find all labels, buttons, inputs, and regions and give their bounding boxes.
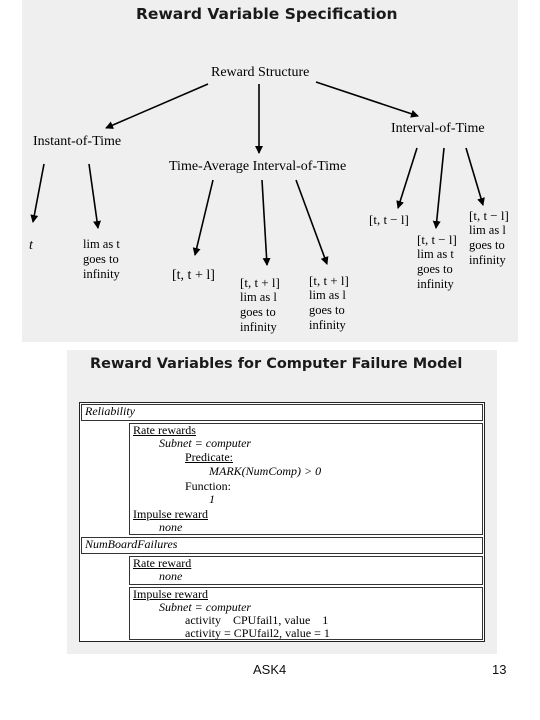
leaf-ta-lim1-line1: lim as l (240, 290, 277, 304)
leaf-iv-range1: [t, t − l] (369, 212, 409, 227)
table-row-numboardfailures-rate (129, 556, 483, 585)
leaf-ta-lim2-range: [t, t + l] (309, 273, 349, 288)
var2-impulse-reward: Impulse reward (133, 587, 208, 601)
arrow-iv-lim1 (432, 147, 445, 229)
arrow-root-instant (105, 83, 209, 129)
arrow-iv-lim2 (465, 147, 485, 206)
leaf-iv-lim1-line3: infinity (417, 277, 454, 291)
var2-activity2: activity = CPUfail2, value = 1 (185, 626, 330, 640)
var1-predicate: MARK(NumComp) > 0 (209, 464, 322, 478)
node-instant-of-time: Instant-of-Time (33, 134, 122, 149)
leaf-instant-t: t (29, 238, 33, 253)
slide2-title: Reward Variables for Computer Failure Mo… (90, 356, 463, 372)
leaf-iv-lim2-line2: goes to (469, 238, 505, 252)
node-interval-of-time: Interval-of-Time (391, 121, 485, 136)
slide1-title: Reward Variable Specification (136, 5, 398, 23)
leaf-iv-lim1-line2: goes to (417, 262, 453, 276)
leaf-ta-lim2-line2: goes to (309, 303, 345, 317)
leaf-instant-lim-line3: infinity (83, 267, 120, 281)
footer-label: ASK4 (253, 662, 287, 677)
leaf-instant-lim: lim as t goes to infinity (83, 237, 120, 282)
var2-name: NumBoardFailures (85, 537, 178, 551)
arrow-root-interval (315, 81, 419, 118)
var1-rate-rewards: Rate rewards (133, 423, 196, 437)
leaf-ta-range: [t, t + l] (172, 268, 215, 283)
var1-impulse-reward: Impulse reward (133, 507, 208, 521)
table-row-numboardfailures-impulse (129, 587, 483, 640)
leaf-ta-lim1: [t, t + l] lim as l goes to infinity (240, 275, 280, 335)
arrow-ta-lim2 (295, 179, 329, 265)
leaf-iv-lim2-line3: infinity (469, 253, 506, 267)
leaf-ta-lim1-line3: infinity (240, 320, 277, 334)
arrow-ta-range (192, 179, 214, 256)
table-row-numboardfailures-header (81, 537, 483, 554)
leaf-iv-lim2-line1: lim as l (469, 223, 506, 237)
var1-impulse-value: none (159, 520, 183, 534)
leaf-iv-lim2-range: [t, t − l] (469, 208, 509, 223)
arrow-instant-t (30, 163, 45, 223)
leaf-ta-lim1-line2: goes to (240, 305, 276, 319)
var2-rate-reward: Rate reward (133, 556, 192, 570)
node-time-average-interval: Time-Average Interval-of-Time (169, 159, 347, 174)
leaf-iv-lim1: [t, t − l] lim as t goes to infinity (417, 232, 457, 292)
leaf-iv-lim1-range: [t, t − l] (417, 232, 457, 247)
leaf-ta-lim2-line3: infinity (309, 318, 346, 332)
arrow-instant-lim (88, 163, 101, 229)
var2-rate-value: none (159, 569, 183, 583)
var2-activity1: activity CPUfail1, value 1 (185, 613, 329, 627)
table-row-reliability-body (129, 423, 483, 535)
leaf-iv-lim2: [t, t − l] lim as l goes to infinity (469, 208, 509, 268)
var1-function: 1 (209, 492, 215, 506)
leaf-ta-lim2-line1: lim as l (309, 288, 346, 302)
var1-function-label: Function: (185, 479, 232, 493)
leaf-instant-lim-line1: lim as t (83, 237, 120, 251)
arrow-ta-lim1 (261, 179, 271, 266)
node-reward-structure: Reward Structure (211, 65, 310, 80)
var1-predicate-label: Predicate: (185, 450, 233, 464)
leaf-iv-lim1-line1: lim as t (417, 247, 454, 261)
var1-subnet: Subnet = computer (159, 436, 252, 450)
page-number: 13 (492, 662, 507, 677)
var2-subnet: Subnet = computer (159, 600, 252, 614)
leaf-instant-lim-line2: goes to (83, 252, 119, 266)
table-row-reliability-header (81, 404, 483, 421)
var1-name: Reliability (85, 404, 135, 418)
slide-reward-variable-specification (22, 0, 518, 342)
arrow-iv-range1 (396, 147, 418, 209)
leaf-ta-lim1-range: [t, t + l] (240, 275, 280, 290)
leaf-ta-lim2: [t, t + l] lim as l goes to infinity (309, 273, 349, 333)
